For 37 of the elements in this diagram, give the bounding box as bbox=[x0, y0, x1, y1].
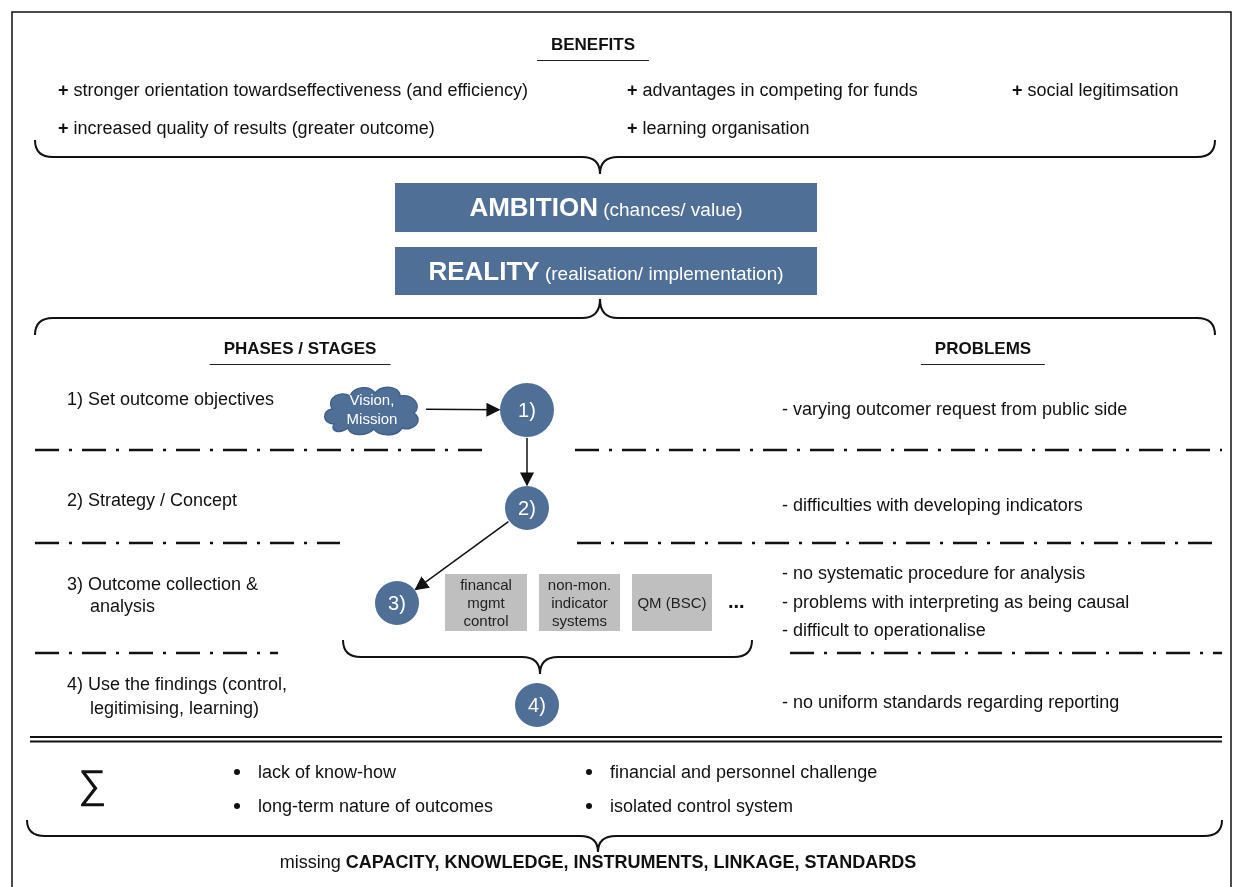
arrow bbox=[520, 437, 534, 487]
step-circle: 1) bbox=[500, 383, 554, 437]
arrow bbox=[414, 520, 510, 591]
benefit-item: + increased quality of results (greater outcome) bbox=[58, 117, 435, 139]
phase-label: 4) Use the findings (control, legitimising, learning) bbox=[67, 673, 289, 720]
problem-item: - no uniform standards regarding reporting bbox=[782, 691, 1120, 713]
title-bar: AMBITION (chances/ value) bbox=[395, 183, 817, 232]
bullet-item: lack of know-how bbox=[230, 761, 397, 783]
section-heading: BENEFITS bbox=[536, 34, 650, 61]
phase-label: 3) Outcome collection & analysis bbox=[67, 573, 260, 617]
phase-label: 1) Set outcome objectives bbox=[67, 388, 275, 410]
sum-sign: ∑ bbox=[78, 762, 107, 806]
step-circle: 2) bbox=[505, 486, 549, 530]
title-bar: REALITY (realisation/ implementation) bbox=[395, 247, 817, 295]
conclusion-text: missing CAPACITY, KNOWLEDGE, INSTRUMENTS, LINKAGE, STANDARDS bbox=[279, 851, 917, 873]
section-heading: PHASES / STAGES bbox=[209, 338, 391, 365]
method-box: QM (BSC) bbox=[632, 574, 712, 631]
benefit-item: + stronger orientation towardseffectiveness (and efficiency) bbox=[58, 79, 529, 101]
benefit-item: + learning organisation bbox=[627, 117, 810, 139]
section-heading: PROBLEMS bbox=[920, 338, 1046, 365]
problem-item: - varying outcomer request from public side bbox=[782, 398, 1128, 420]
bullet-item: long-term nature of outcomes bbox=[230, 795, 494, 817]
problem-item: - difficulties with developing indicators bbox=[782, 494, 1083, 516]
bullet-item: isolated control system bbox=[582, 795, 794, 817]
phase-label: 2) Strategy / Concept bbox=[67, 489, 238, 511]
benefit-item: + advantages in competing for funds bbox=[627, 79, 918, 101]
method-box: non-mon. indicator systems bbox=[539, 574, 620, 631]
method-box: financal mgmt control bbox=[445, 574, 527, 631]
problem-item: - problems with interpreting as being causal bbox=[782, 591, 1130, 613]
problem-item: - no systematic procedure for analysis bbox=[782, 562, 1086, 584]
problem-item: - difficult to operationalise bbox=[782, 619, 986, 641]
arrow bbox=[425, 402, 501, 417]
benefit-item: + social legitimsation bbox=[1012, 79, 1179, 101]
step-circle: 4) bbox=[515, 683, 559, 727]
step-circle: 3) bbox=[375, 581, 419, 625]
ellipsis: ... bbox=[728, 590, 745, 612]
bullet-item: financial and personnel challenge bbox=[582, 761, 878, 783]
